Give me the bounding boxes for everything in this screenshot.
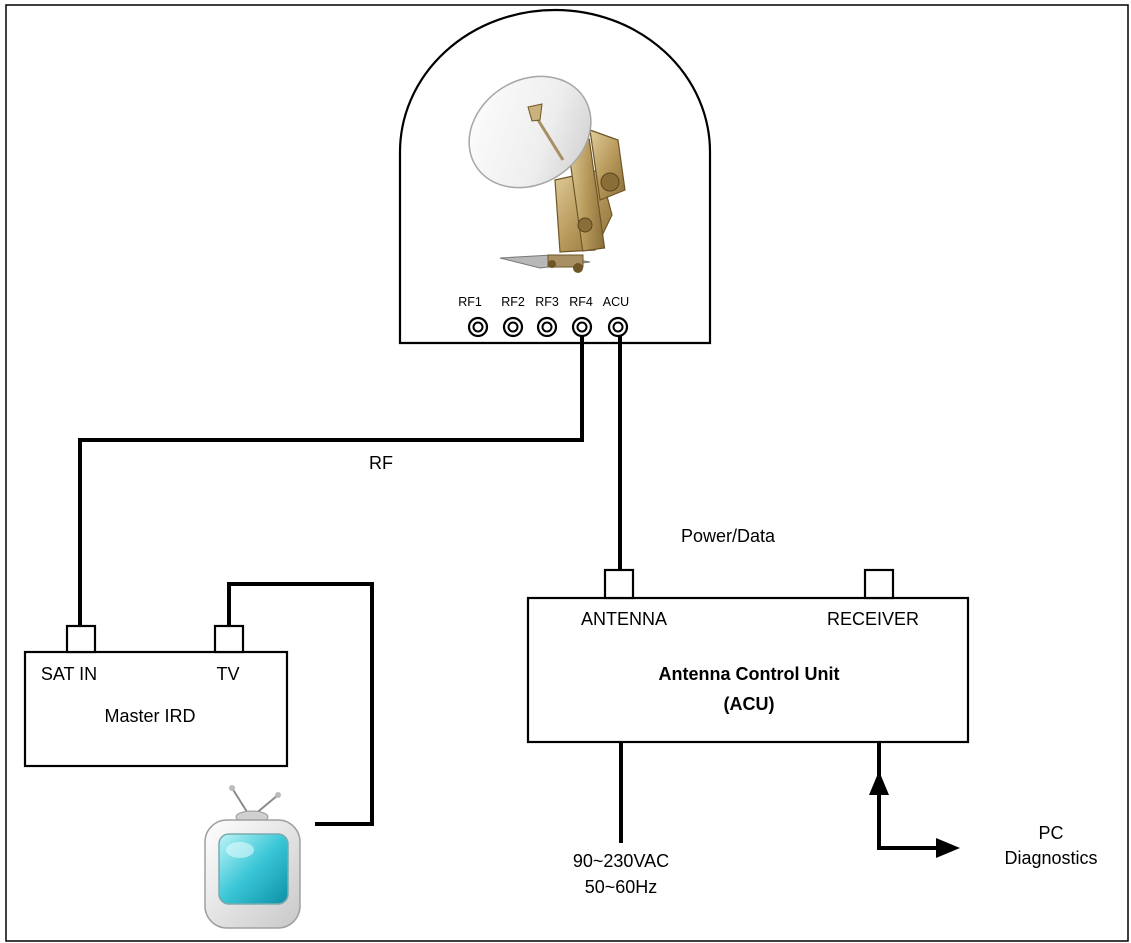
- television-icon: [204, 785, 301, 929]
- pc-diagnostics-cable: [877, 742, 955, 850]
- satellite-dish-icon: [468, 75, 626, 273]
- port-label-rf2: RF2: [501, 295, 525, 309]
- acu-subtitle: (ACU): [724, 694, 775, 714]
- antenna-port: [603, 568, 635, 600]
- port-label-rf4: RF4: [569, 295, 593, 309]
- power-data-label: Power/Data: [681, 526, 776, 546]
- acu-title: Antenna Control Unit: [659, 664, 840, 684]
- rf4-connector: [571, 316, 593, 338]
- port-label-rf3: RF3: [535, 295, 559, 309]
- sat-in-label: SAT IN: [41, 664, 97, 684]
- receiver-label: RECEIVER: [827, 609, 919, 629]
- acu-box: [526, 596, 970, 744]
- receiver-port: [863, 568, 895, 600]
- power-frequency-label: 50~60Hz: [585, 877, 658, 897]
- sat-in-port: [65, 624, 97, 654]
- rf1-connector: [467, 316, 489, 338]
- master-ird-title: Master IRD: [104, 706, 195, 726]
- antenna-label: ANTENNA: [581, 609, 667, 629]
- diagram-border: [5, 4, 1129, 942]
- tv-label: TV: [216, 664, 239, 684]
- port-label-rf1: RF1: [458, 295, 482, 309]
- master-ird-box: [23, 650, 289, 768]
- antenna-radome: RF1 RF2 RF3 RF4 ACU: [398, 8, 712, 345]
- master-ird-unit: SAT IN TV Master IRD: [23, 624, 289, 768]
- rf-cable-label: RF: [369, 453, 393, 473]
- rf3-connector: [536, 316, 558, 338]
- tv-cable: [227, 582, 374, 826]
- acu-connector: [607, 316, 629, 338]
- power-voltage-label: 90~230VAC: [573, 851, 669, 871]
- tv-port: [213, 624, 245, 654]
- rf-cable: [78, 336, 584, 654]
- pc-label: PC: [1038, 823, 1063, 843]
- arrow-right-icon: [936, 838, 960, 858]
- port-label-acu: ACU: [603, 295, 629, 309]
- pc-diagnostics-label: Diagnostics: [1004, 848, 1097, 868]
- rf2-connector: [502, 316, 524, 338]
- acu-unit: ANTENNA RECEIVER Antenna Control Unit (A…: [526, 568, 970, 744]
- arrow-up-icon: [869, 771, 889, 795]
